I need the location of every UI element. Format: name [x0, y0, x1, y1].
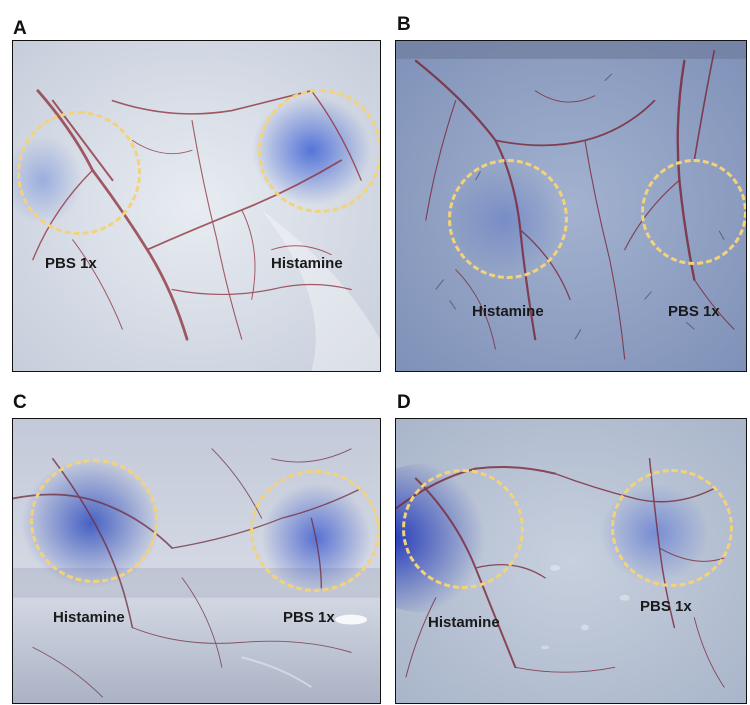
panel-a-circle-left	[17, 111, 141, 235]
panel-d-label-right: PBS 1x	[640, 598, 692, 615]
panel-a-label-left: PBS 1x	[45, 255, 97, 272]
panel-a-label-right: Histamine	[271, 255, 343, 272]
panel-c-letter: C	[13, 392, 27, 413]
panel-d-circle-left	[402, 469, 524, 589]
panel-b-label-right: PBS 1x	[668, 303, 720, 320]
panel-c-label-right: PBS 1x	[283, 609, 335, 626]
panel-d-letter: D	[397, 392, 411, 413]
panel-a-letter: A	[13, 18, 27, 39]
panel-b-letter: B	[397, 14, 411, 35]
panel-d-label-left: Histamine	[428, 614, 500, 631]
panel-a-circle-right	[258, 89, 380, 213]
panel-a-image: PBS 1x Histamine	[12, 40, 381, 372]
panel-b-label-left: Histamine	[472, 303, 544, 320]
panel-c-circle-left	[30, 459, 158, 583]
panel-b-image: Histamine PBS 1x	[395, 40, 747, 372]
panel-c-image: Histamine PBS 1x	[12, 418, 381, 704]
panel-c-label-left: Histamine	[53, 609, 125, 626]
panel-b-circle-right	[641, 159, 746, 265]
panel-b-circle-left	[448, 159, 568, 279]
panel-d-image: Histamine PBS 1x	[395, 418, 747, 704]
panel-c-circle-right	[250, 470, 380, 592]
panel-d-circle-right	[611, 469, 733, 587]
